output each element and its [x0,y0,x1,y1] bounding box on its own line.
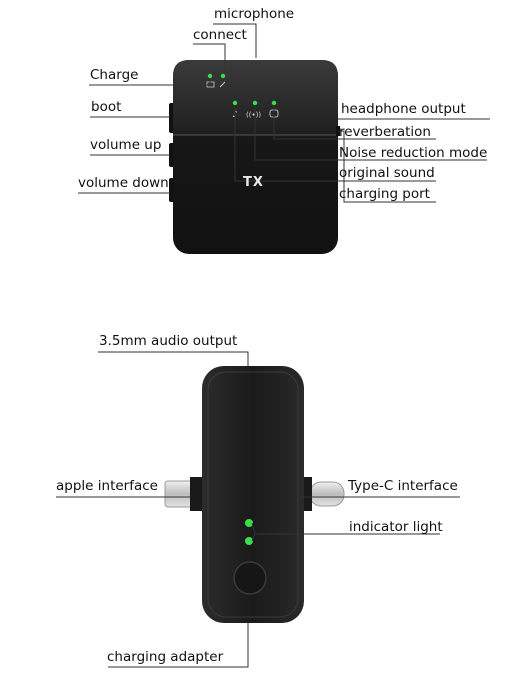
indicator-light-label: indicator light [349,519,443,535]
charging-port-label: charging port [339,186,430,202]
original-sound-led [232,100,238,106]
headphone-output-label: headphone output [341,101,466,117]
rx-led-1 [245,519,253,527]
lightning-collar [190,477,204,511]
link-icon [219,81,226,88]
connect-led [220,73,226,79]
receiver-device [164,366,345,623]
rx-body [202,366,304,623]
noise-reduction-led [252,100,258,106]
volume-down-label: volume down [78,175,169,191]
original-sound-label: original sound [339,165,435,181]
apple-interface-label: apple interface [56,478,158,494]
audio-output-label: 3.5mm audio output [99,333,238,349]
rx-led-2 [245,537,253,545]
type-c-interface-label: Type-C interface [348,478,458,494]
boot-label: boot [91,99,122,115]
rx-button [233,561,267,595]
wave-icon: ((•)) [246,111,261,119]
volume-up-label: volume up [90,137,162,153]
tx-top-panel [173,60,338,135]
charge-led [207,73,213,79]
charging-adapter-label: charging adapter [107,649,224,665]
rx-leader-lines [56,351,460,668]
tx-mark: TX [243,175,264,190]
reverberation-led [271,100,277,106]
charge-label: Charge [90,67,139,83]
reverberation-label: reverberation [339,124,431,140]
type-c-connector [309,481,345,507]
noise-reduction-label: Noise reduction mode [339,145,488,161]
microphone-label: microphone [214,6,295,22]
connect-label: connect [193,27,247,43]
tx-leader-lines [78,23,490,203]
